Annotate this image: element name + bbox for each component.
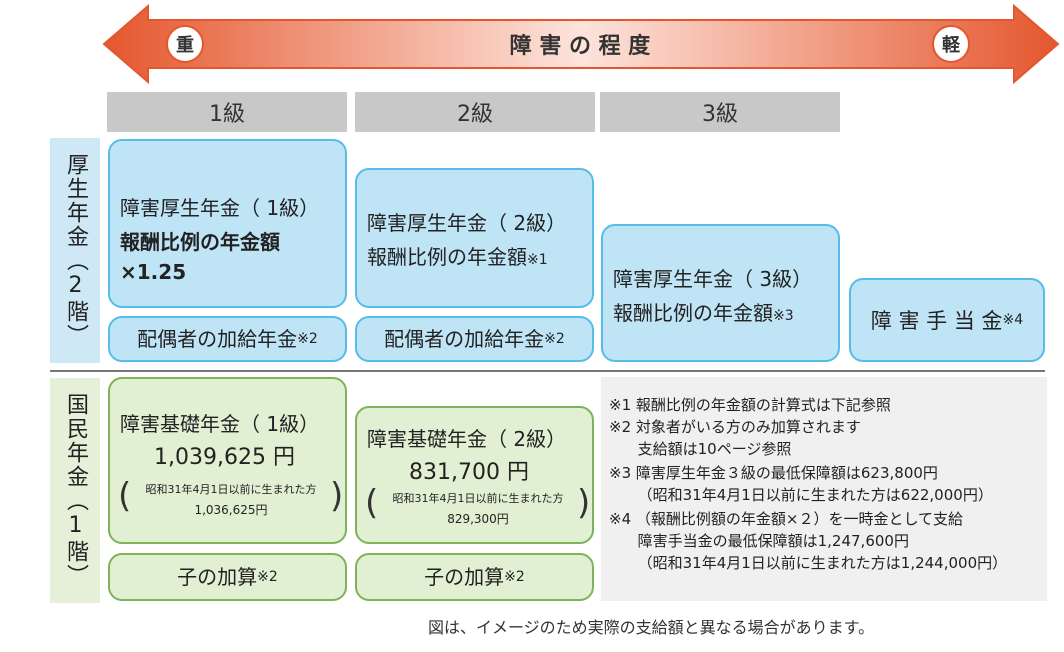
grade-header-3: 3級	[600, 92, 840, 132]
kosei-grade2-detail: 報酬比例の年金額	[367, 245, 527, 269]
notes-panel: ※1 報酬比例の年金額の計算式は下記参照 ※2 対象者がいる方のみ加算されます …	[601, 377, 1047, 601]
mild-marker: 軽	[932, 25, 970, 63]
kiso-grade1-sub-label: 昭和31年4月1日以前に生まれた方	[145, 483, 317, 496]
haigusha-label-2: 配偶者の加給年金	[384, 327, 545, 351]
note-line: ※3 障害厚生年金３級の最低保障額は623,800円	[609, 464, 938, 482]
haigusha-box-2: 配偶者の加給年金※2	[355, 316, 594, 362]
kiso-grade1-title: 障害基礎年金（ 1級）	[120, 412, 320, 436]
ko-kasan-label-1: 子の加算	[177, 565, 258, 589]
kosei-grade1-detail: 報酬比例の年金額×1.25	[120, 230, 280, 284]
kiso-grade1-box: 障害基礎年金（ 1級） 1,039,625 円 ( ) 昭和31年4月1日以前に…	[108, 377, 347, 544]
kokumin-nenkin-label: 国民年金（1階）	[50, 378, 100, 603]
note-line: （昭和31年4月1日以前に生まれた方は1,244,000円）	[609, 554, 1008, 572]
note-line: 支給額は10ページ参照	[609, 440, 792, 458]
haigusha-label-1: 配偶者の加給年金	[137, 327, 298, 351]
open-paren-icon: (	[365, 483, 379, 523]
arrow-title: 障 害 の 程 度	[509, 34, 651, 59]
kiso-grade2-title: 障害基礎年金（ 2級）	[367, 427, 567, 451]
haigusha-box-1: 配偶者の加給年金※2	[108, 316, 347, 362]
kiso-grade2-sub-amount: 829,300円	[447, 512, 509, 526]
kosei-grade1-box: 障害厚生年金（ 1級） 報酬比例の年金額×1.25	[108, 139, 347, 308]
kosei-grade3-box: 障害厚生年金（ 3級） 報酬比例の年金額※3	[601, 224, 840, 362]
kosei-grade3-note: ※3	[773, 308, 794, 324]
shogai-teatekin-note: ※4	[1002, 312, 1024, 328]
ko-kasan-box-1: 子の加算※2	[108, 553, 347, 601]
kiso-grade1-sub-amount: 1,036,625円	[194, 503, 268, 517]
note-line: ※4 （報酬比例額の年金額×２）を一時金として支給	[609, 510, 964, 528]
grade-header-1: 1級	[107, 92, 347, 132]
ko-kasan-note-1: ※2	[257, 569, 278, 585]
kosei-grade2-box: 障害厚生年金（ 2級） 報酬比例の年金額※1	[355, 168, 594, 308]
note-line: 障害手当金の最低保障額は1,247,600円	[609, 532, 909, 550]
kiso-grade1-amount: 1,039,625 円	[154, 445, 295, 470]
kiso-grade2-amount: 831,700 円	[409, 460, 529, 485]
kiso-grade2-box: 障害基礎年金（ 2級） 831,700 円 ( ) 昭和31年4月1日以前に生ま…	[355, 406, 594, 544]
severity-arrow	[102, 3, 1060, 85]
kiso-grade2-sub-label: 昭和31年4月1日以前に生まれた方	[392, 492, 564, 505]
ko-kasan-label-2: 子の加算	[424, 565, 505, 589]
shogai-teatekin-label: 障 害 手 当 金	[870, 309, 1003, 333]
kosei-grade2-note: ※1	[527, 252, 548, 268]
severe-marker: 重	[166, 25, 204, 63]
close-paren-icon: )	[330, 476, 344, 516]
kosei-grade2-title: 障害厚生年金（ 2級）	[367, 211, 567, 235]
open-paren-icon: (	[118, 476, 132, 516]
ko-kasan-note-2: ※2	[504, 569, 525, 585]
kosei-grade3-title: 障害厚生年金（ 3級）	[613, 267, 813, 291]
haigusha-note-2: ※2	[544, 331, 565, 347]
footer-note: 図は、イメージのため実際の支給額と異なる場合があります。	[428, 618, 875, 637]
kosei-nenkin-label: 厚生年金（2階）	[50, 138, 100, 363]
tier-divider	[50, 370, 1045, 372]
note-line: ※2 対象者がいる方のみ加算されます	[609, 418, 861, 436]
haigusha-note-1: ※2	[297, 331, 318, 347]
kosei-grade3-detail: 報酬比例の年金額	[613, 301, 773, 325]
kosei-grade1-title: 障害厚生年金（ 1級）	[120, 196, 320, 220]
close-paren-icon: )	[577, 483, 591, 523]
shogai-teatekin-box: 障 害 手 当 金※4	[849, 278, 1045, 362]
grade-header-2: 2級	[355, 92, 595, 132]
ko-kasan-box-2: 子の加算※2	[355, 553, 594, 601]
note-line: ※1 報酬比例の年金額の計算式は下記参照	[609, 396, 891, 414]
note-line: （昭和31年4月1日以前に生まれた方は622,000円）	[609, 486, 993, 504]
